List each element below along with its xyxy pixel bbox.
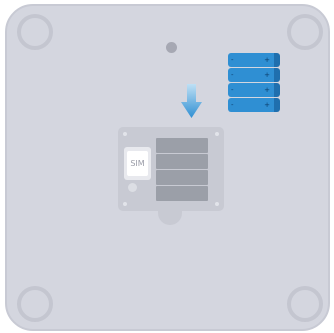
rubber-foot-icon [287,14,323,50]
rubber-foot-icon [287,286,323,322]
compartment-pull-tab [158,203,182,225]
sim-slot: SIM [124,147,151,180]
battery-plus-label: + [264,56,270,64]
battery-contacts [156,138,208,201]
sim-card-label: SIM [130,159,145,168]
rubber-foot-icon [17,14,53,50]
sim-card-icon: SIM [127,151,148,176]
battery-icon: - + [228,83,280,97]
battery-terminal [274,83,280,97]
battery-icon: - + [228,68,280,82]
battery-minus-label: - [231,86,234,94]
battery-stack: - + - + - + - + [228,53,280,113]
battery-icon: - + [228,98,280,112]
battery-icon: - + [228,53,280,67]
contact-strip [156,154,208,169]
compartment-screw [215,132,219,136]
battery-terminal [274,98,280,112]
rubber-foot-icon [17,286,53,322]
down-arrow-icon [181,84,202,118]
battery-minus-label: - [231,56,234,64]
battery-minus-label: - [231,71,234,79]
battery-plus-label: + [264,71,270,79]
sim-slot-knob [128,183,137,192]
compartment-screw [123,202,127,206]
battery-plus-label: + [264,101,270,109]
contact-strip [156,186,208,201]
screw-hole-icon [166,42,177,53]
battery-plus-label: + [264,86,270,94]
compartment-screw [215,202,219,206]
battery-minus-label: - [231,101,234,109]
battery-compartment: SIM [118,127,224,225]
battery-terminal [274,53,280,67]
compartment-screw [123,132,127,136]
contact-strip [156,170,208,185]
contact-strip [156,138,208,153]
battery-terminal [274,68,280,82]
